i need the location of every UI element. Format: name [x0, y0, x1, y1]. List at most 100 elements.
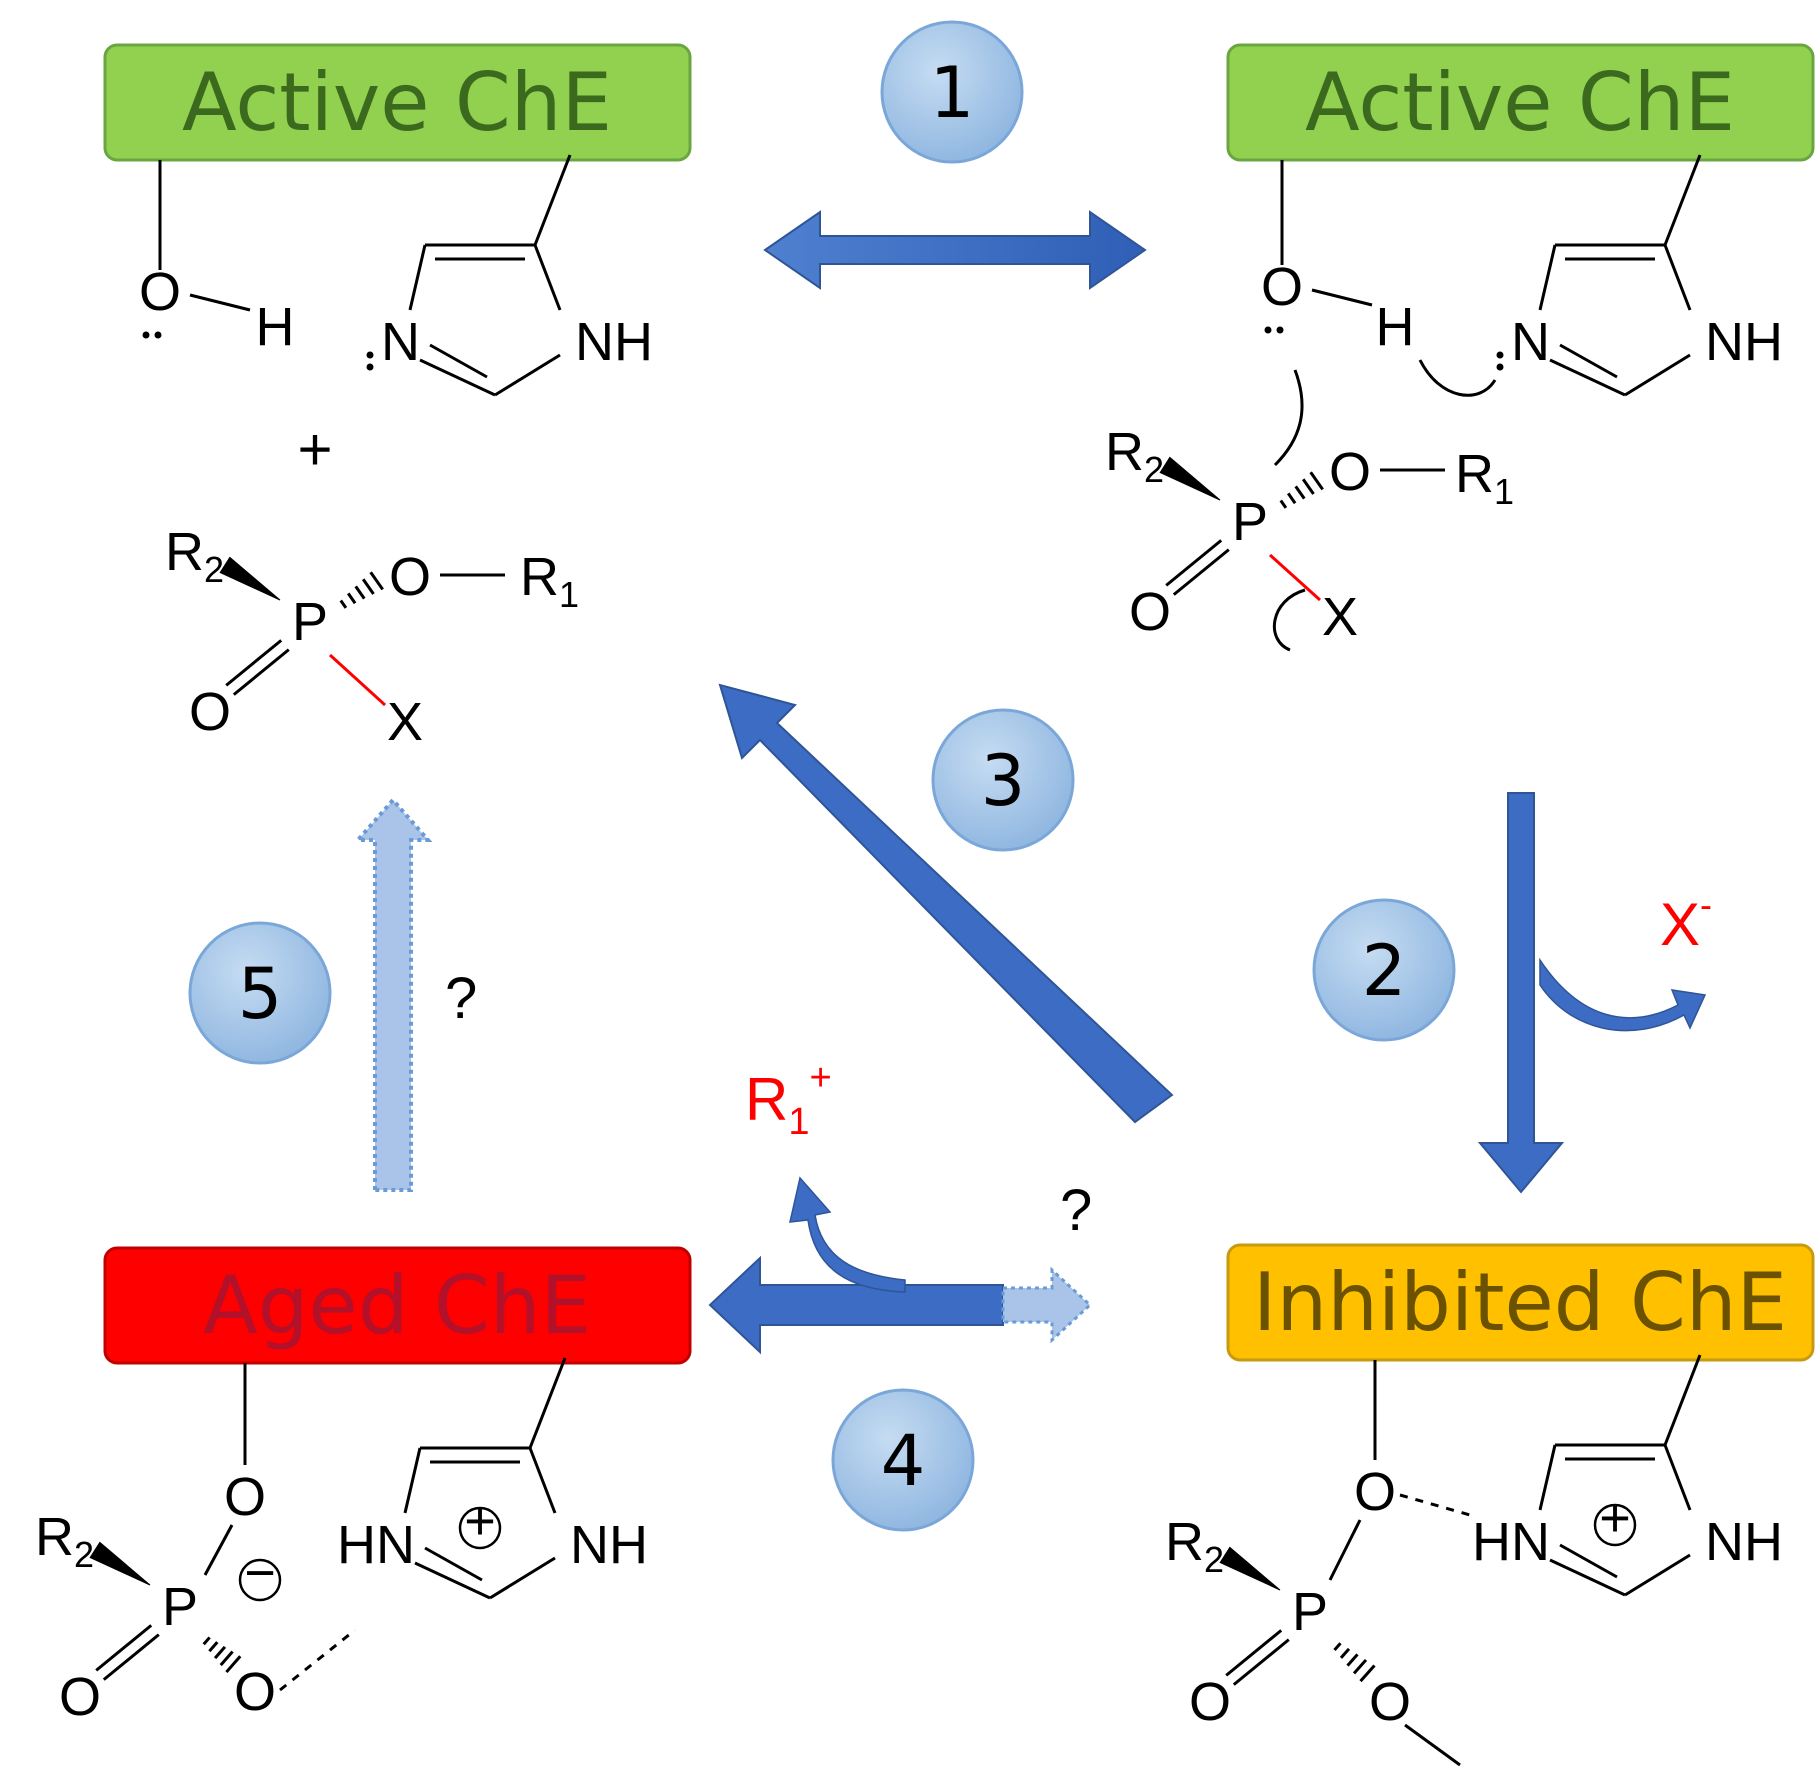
atom-h: H — [256, 297, 295, 357]
step-circle-2: 2 — [1312, 898, 1456, 1042]
svg-text:R1+: R1+ — [745, 1057, 832, 1143]
curved-arrow-p-x — [1273, 588, 1306, 652]
o-lone-pair — [142, 331, 162, 339]
atom-o-ser: O — [139, 262, 181, 322]
ring-atom-n: HN — [1472, 1512, 1550, 1572]
ring-double-bond — [429, 343, 488, 379]
r2-wedge — [219, 556, 281, 601]
o-hash-bond — [202, 1636, 242, 1674]
ring-bond — [1549, 358, 1626, 397]
atom-p: P — [162, 1577, 198, 1637]
atom-o-ester: O — [1369, 1672, 1411, 1732]
step-circle-5: 5 — [188, 921, 332, 1065]
o-h-bond — [1311, 288, 1373, 307]
p-x-bond — [1268, 553, 1322, 602]
ring-tether — [1663, 154, 1702, 246]
step-circle-1: 1 — [880, 20, 1024, 164]
o-hash-bond — [339, 571, 384, 609]
ring-bond — [1663, 1444, 1692, 1511]
o-r1-bond — [1404, 1723, 1461, 1767]
o-p-bond — [1328, 1519, 1362, 1581]
atom-o-double: O — [1189, 1672, 1231, 1732]
ring-atom-n: HN — [337, 1515, 415, 1575]
ring-bond — [1624, 353, 1691, 397]
atom-o-ester: O — [389, 547, 431, 607]
ring-bond — [419, 358, 496, 397]
r2-wedge — [89, 1541, 151, 1586]
ring-tether — [533, 154, 572, 246]
box-active-right: Active ChE — [1226, 43, 1815, 162]
atom-r1: R1 — [1455, 444, 1514, 512]
o-hn-hbond — [279, 1628, 356, 1692]
o-hash-bond — [1279, 471, 1324, 509]
ring-bond — [403, 1447, 422, 1514]
ring-bond — [528, 1447, 557, 1514]
ring-bond — [1549, 1558, 1626, 1597]
svg-text:X-: X- — [1660, 884, 1712, 958]
ring-atom-nh: NH — [575, 312, 653, 372]
atom-o-ester: O — [1329, 442, 1371, 502]
atom-r1: R1 — [520, 547, 579, 615]
ring-bond — [1624, 1553, 1691, 1597]
o-lone-pair — [1264, 326, 1284, 334]
atom-o-anion: O — [234, 1662, 276, 1722]
op-agent-left: P R2O — [165, 522, 328, 742]
box-inhibited: Inhibited ChE — [1226, 1243, 1815, 1362]
r2-wedge — [1159, 456, 1221, 501]
p-o-double-bond — [1165, 539, 1230, 596]
p-o-double-bond — [1225, 1629, 1290, 1686]
p-x-bond — [328, 653, 387, 707]
step-1-label: 1 — [930, 52, 975, 134]
step-5-label: 5 — [238, 953, 283, 1035]
r2-wedge — [1219, 1546, 1281, 1591]
atom-p: P — [292, 592, 328, 652]
atom-o-ser: O — [224, 1467, 266, 1527]
ring-atom-n: N — [381, 312, 420, 372]
arrow-step-2 — [1477, 792, 1565, 1194]
imidazole-active-right: NH N — [1511, 154, 1783, 397]
ring-atom-nh: NH — [570, 1515, 648, 1575]
atom-o-double: O — [189, 682, 231, 742]
step-2-label: 2 — [1362, 930, 1407, 1012]
ring-bond — [1538, 1444, 1557, 1511]
ring-bond — [408, 244, 427, 311]
o-p-bond — [203, 1524, 234, 1576]
atom-x: X — [1322, 587, 1358, 647]
ring-bond — [1538, 244, 1557, 311]
step-circle-4: 4 — [831, 1388, 975, 1532]
ring-bond — [494, 353, 561, 397]
ring-double-bond — [1559, 1543, 1618, 1579]
ring-bond — [489, 1556, 556, 1600]
arrow-step-4-dotted-tail — [1001, 1266, 1093, 1344]
atom-x: X — [387, 692, 423, 752]
o-hn-hbond — [1399, 1493, 1471, 1517]
box-active-left-label: Active ChE — [182, 56, 612, 149]
step-circle-3: 3 — [931, 708, 1075, 852]
imidazole-active-left: NH N — [381, 154, 653, 397]
ring-tether — [1663, 1354, 1702, 1446]
arrow-r1-release — [789, 1176, 906, 1293]
atom-o-ser: O — [1261, 257, 1303, 317]
svg-text:−: − — [244, 1543, 276, 1603]
ring-double-bond — [1559, 343, 1618, 379]
curved-arrow-o-p — [1273, 369, 1304, 467]
box-aged-label: Aged ChE — [203, 1259, 591, 1352]
ring-atom-nh: NH — [1705, 312, 1783, 372]
question-mark-step-4: ? — [1060, 1178, 1092, 1243]
ring-bond — [414, 1561, 491, 1600]
atom-r2: R2 — [165, 522, 224, 590]
atom-o-double: O — [59, 1667, 101, 1727]
atom-r2: R2 — [1105, 422, 1164, 490]
ring-atom-n: N — [1511, 312, 1550, 372]
arrow-step-5 — [353, 796, 433, 1192]
ring-bond — [1663, 244, 1692, 311]
p-o-double-bond — [225, 639, 290, 696]
